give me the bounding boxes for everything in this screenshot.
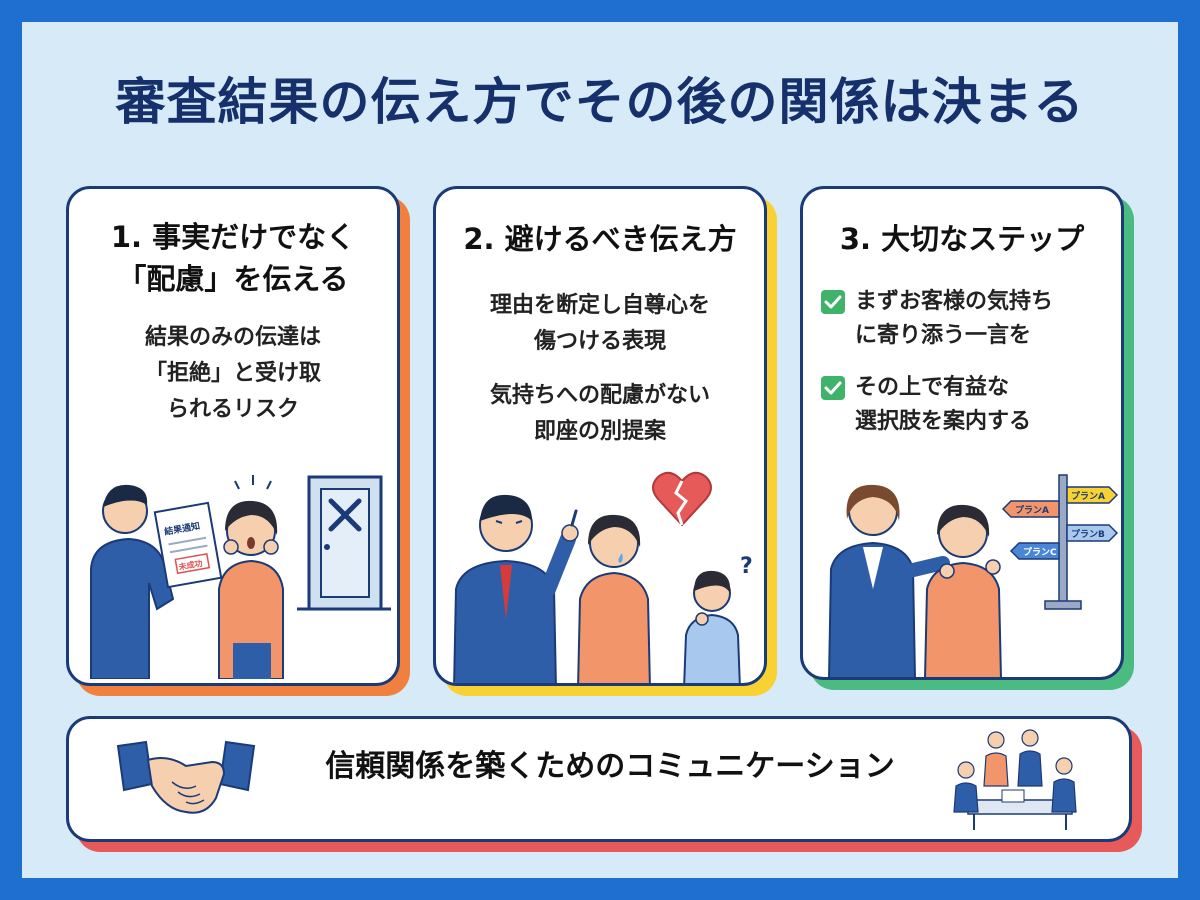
- sign-plan-c: プランC: [1023, 546, 1057, 558]
- card-2-illustration: ?: [453, 471, 753, 683]
- sad-woman-figure: [577, 514, 651, 683]
- card-2-item2-line2: 即座の別提案: [533, 419, 666, 444]
- signpost-icon: プランA プランA プランB プランC: [1001, 474, 1119, 610]
- broken-heart-icon: [652, 471, 712, 527]
- banner-text: 信頼関係を築くためのコミュニケーション: [325, 749, 895, 784]
- sign-plan-b: プランB: [1071, 528, 1105, 540]
- confused-boy-figure: ?: [683, 554, 753, 683]
- card-1-title-line1: 1. 事実だけでなく: [110, 220, 356, 254]
- page-title: 審査結果の伝え方でその後の関係は決まる: [115, 73, 1085, 131]
- card-3-check-2: その上で有益な 選択肢を案内する: [821, 371, 1031, 439]
- sign-plan-a-right: プランA: [1071, 490, 1105, 502]
- card-1-text-line2: 「拒絶」と受け取: [144, 361, 321, 386]
- card-3-check-2-line1: その上で有益な: [855, 375, 1010, 400]
- card-3-check-1-line1: まずお客様の気持ち: [855, 289, 1054, 314]
- comforted-customer-figure: [924, 504, 1002, 677]
- document-stamp: 未成功: [177, 558, 203, 572]
- checkmark-icon: [821, 290, 845, 314]
- card-3-illustration: プランA プランA プランB プランC: [828, 474, 1119, 677]
- card-2-title: 2. 避けるべき伝え方: [463, 222, 737, 256]
- consultant-figure: [828, 484, 950, 677]
- card-1-text-line1: 結果のみの伝達は: [144, 325, 321, 350]
- card-1-text-line3: られるリスク: [166, 397, 299, 422]
- closed-door-icon: [297, 475, 391, 611]
- card-3-check-1-line2: に寄り添う一言を: [855, 323, 1032, 348]
- card-2: 2. 避けるべき伝え方 理由を断定し自尊心を 傷つける表現 気持ちへの配慮がない…: [433, 186, 767, 686]
- card-1: 1. 事実だけでなく 「配慮」を伝える 結果のみの伝達は 「拒絶」と受け取 られ…: [66, 186, 400, 686]
- pointing-businessman-figure: [453, 494, 579, 683]
- checkmark-icon: [821, 376, 845, 400]
- handshake-icon: [116, 740, 256, 814]
- card-3: 3. 大切なステップ まずお客様の気持ち に寄り添う一言を その上で有益な 選択…: [800, 186, 1124, 680]
- team-meeting-icon: [953, 729, 1077, 830]
- card-2-item1-line2: 傷つける表現: [533, 329, 666, 354]
- card-1-title-line2: 「配慮」を伝える: [117, 262, 349, 296]
- card-3-title: 3. 大切なステップ: [839, 222, 1085, 256]
- sign-plan-a-left: プランA: [1015, 504, 1049, 516]
- shocked-woman-figure: [218, 475, 284, 679]
- businessman-figure: [90, 484, 175, 679]
- card-2-item2-line1: 気持ちへの配慮がない: [489, 383, 710, 408]
- card-3-check-1: まずお客様の気持ち に寄り添う一言を: [821, 285, 1053, 353]
- card-1-illustration: 結果通知 未成功: [90, 475, 391, 679]
- card-3-check-2-line2: 選択肢を案内する: [855, 409, 1032, 434]
- result-notice-document: 結果通知 未成功: [153, 501, 223, 589]
- card-2-item1-line1: 理由を断定し自尊心を: [489, 293, 710, 318]
- question-mark: ?: [740, 554, 753, 579]
